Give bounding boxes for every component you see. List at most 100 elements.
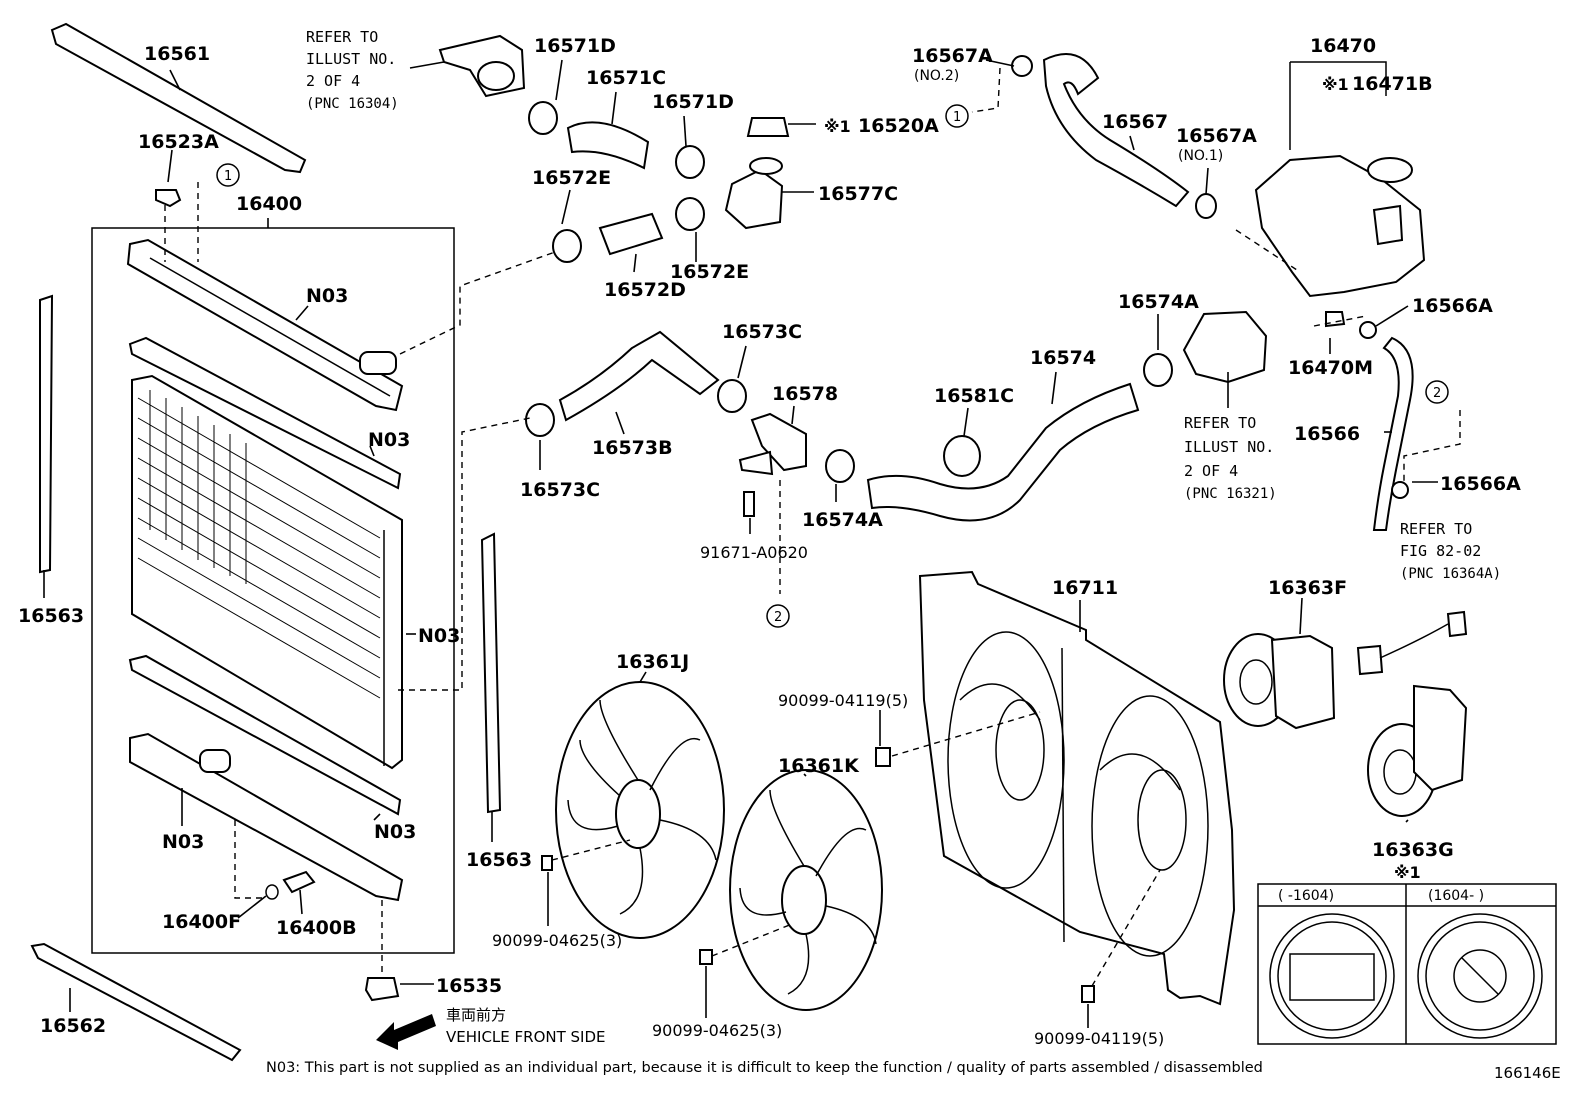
lower-seal-strip xyxy=(128,654,402,816)
label-16577C: 16577C xyxy=(818,183,898,205)
upper-support-16561 xyxy=(50,22,307,174)
label-16470M: 16470M xyxy=(1288,357,1373,379)
drawing-number: 166146E xyxy=(1494,1064,1561,1082)
cushion-16535 xyxy=(364,977,400,1002)
label-n03-4: N03 xyxy=(162,831,204,853)
shroud-ring-left xyxy=(947,631,1065,889)
inset-right-header: (1604- ) xyxy=(1428,888,1484,904)
label-16563-left: 16563 xyxy=(18,605,84,627)
o-ring-16400F xyxy=(265,884,279,900)
water-inlet-ref xyxy=(1182,310,1268,384)
label-16574: 16574 xyxy=(1030,347,1096,369)
direction-jp: 車両前方 xyxy=(446,1006,506,1024)
marker-2-b: 2 xyxy=(1433,386,1441,401)
footnote-n03: N03: This part is not supplied as an ind… xyxy=(266,1060,1263,1076)
label-16567A-no1: 16567A xyxy=(1176,125,1257,147)
cap-variation-inset xyxy=(1257,883,1557,1045)
lower-tank-outlet xyxy=(199,749,231,773)
refer-note-1: REFER TO ILLUST NO. 2 OF 4 (PNC 16304) xyxy=(306,28,399,112)
front-arrow-icon xyxy=(376,1014,436,1050)
inset-left-header: ( -1604) xyxy=(1278,888,1334,904)
hose-16572D xyxy=(598,212,664,256)
label-16471B: 16471B xyxy=(1352,73,1433,95)
clamp-16566A-b xyxy=(1391,481,1409,499)
union-16578 xyxy=(750,412,807,472)
refer-note-2: REFER TO ILLUST NO. 2 OF 4 (PNC 16321) xyxy=(1184,414,1277,502)
label-16523A: 16523A xyxy=(138,131,219,153)
label-16573B: 16573B xyxy=(592,437,673,459)
label-16571D-b: 16571D xyxy=(652,91,734,113)
label-16581C: 16581C xyxy=(934,385,1014,407)
svg-text:ILLUST NO.: ILLUST NO. xyxy=(306,50,396,68)
svg-text:2 OF 4: 2 OF 4 xyxy=(1184,462,1238,480)
outlet-16577C xyxy=(724,168,784,230)
label-16361J: 16361J xyxy=(616,651,689,673)
fan-bolts xyxy=(541,711,1161,1003)
refer-note-3: REFER TO FIG 82-02 (PNC 16364A) xyxy=(1400,520,1501,582)
svg-text:ILLUST NO.: ILLUST NO. xyxy=(1184,438,1274,456)
label-16563-right: 16563 xyxy=(466,849,532,871)
svg-text:FIG 82-02: FIG 82-02 xyxy=(1400,542,1481,560)
bolt-90099-04625-b xyxy=(699,949,713,965)
reservoir-group xyxy=(971,53,1461,531)
label-90099-04625-a: 90099-04625(3) xyxy=(492,931,622,950)
motor-16363G xyxy=(1367,684,1468,817)
label-star-16520A: ※1 xyxy=(824,117,851,136)
label-16400F: 16400F xyxy=(162,911,241,933)
lower-support-16562 xyxy=(30,942,242,1062)
core-grid xyxy=(137,390,381,699)
hose-16573B xyxy=(558,330,720,422)
clamp-16573C-b xyxy=(717,379,747,413)
cap-16520A xyxy=(746,117,790,137)
label-n03-1: N03 xyxy=(306,285,348,307)
label-16572D: 16572D xyxy=(604,279,686,301)
marker-2-a: 2 xyxy=(774,610,782,625)
clamp-16567A-no2 xyxy=(1011,55,1033,77)
label-16566A-a: 16566A xyxy=(1412,295,1493,317)
label-16567A-no2-sub: (NO.2) xyxy=(914,68,959,84)
circle-markers xyxy=(216,104,1449,628)
label-16571C: 16571C xyxy=(586,67,666,89)
upper-seal-strip xyxy=(128,336,402,490)
upper-hose-group xyxy=(399,34,790,355)
clamp-16567A-no1 xyxy=(1195,193,1217,219)
bracket xyxy=(738,450,774,476)
lower-hose-group xyxy=(398,310,1268,691)
upper-tank-inlet xyxy=(359,351,397,375)
svg-text:REFER TO: REFER TO xyxy=(1184,414,1256,432)
neck xyxy=(1372,204,1404,246)
marker-1-b: 1 xyxy=(953,110,961,125)
label-16470: 16470 xyxy=(1310,35,1376,57)
label-16711: 16711 xyxy=(1052,577,1118,599)
svg-text:(PNC 16321): (PNC 16321) xyxy=(1184,486,1277,502)
label-16566A-b: 16566A xyxy=(1440,473,1521,495)
clamp-16574A-a xyxy=(825,449,855,483)
label-91671: 91671-A0620 xyxy=(700,543,808,562)
hose-16567 xyxy=(1042,53,1190,208)
cushion-16470M xyxy=(1325,311,1346,328)
lower-tank xyxy=(129,732,404,902)
label-star-16471B: ※1 xyxy=(1322,75,1349,94)
fan-shroud-16711 xyxy=(918,570,1236,1006)
label-16363G: 16363G xyxy=(1372,839,1454,861)
label-16567: 16567 xyxy=(1102,111,1168,133)
bolt-91671 xyxy=(743,491,755,517)
label-16572E-b: 16572E xyxy=(670,261,749,283)
label-16572E-a: 16572E xyxy=(532,167,611,189)
bolt-90099-04119-b xyxy=(1081,985,1095,1003)
label-16571D-a: 16571D xyxy=(534,35,616,57)
svg-text:2 OF 4: 2 OF 4 xyxy=(306,72,360,90)
label-16400: 16400 xyxy=(236,193,302,215)
svg-text:(PNC 16304): (PNC 16304) xyxy=(306,96,399,112)
label-16578: 16578 xyxy=(772,383,838,405)
label-16361K: 16361K xyxy=(778,755,860,777)
label-16566: 16566 xyxy=(1294,423,1360,445)
cushion-16523A xyxy=(155,189,182,208)
direction-en: VEHICLE FRONT SIDE xyxy=(446,1028,606,1046)
label-n03-2: N03 xyxy=(368,429,410,451)
label-n03-5: N03 xyxy=(374,821,416,843)
part-labels: 16561 16523A 16400 16563 16563 16562 165… xyxy=(18,35,1561,1082)
marker-1-a: 1 xyxy=(224,169,232,184)
hose-16566 xyxy=(1372,336,1414,531)
